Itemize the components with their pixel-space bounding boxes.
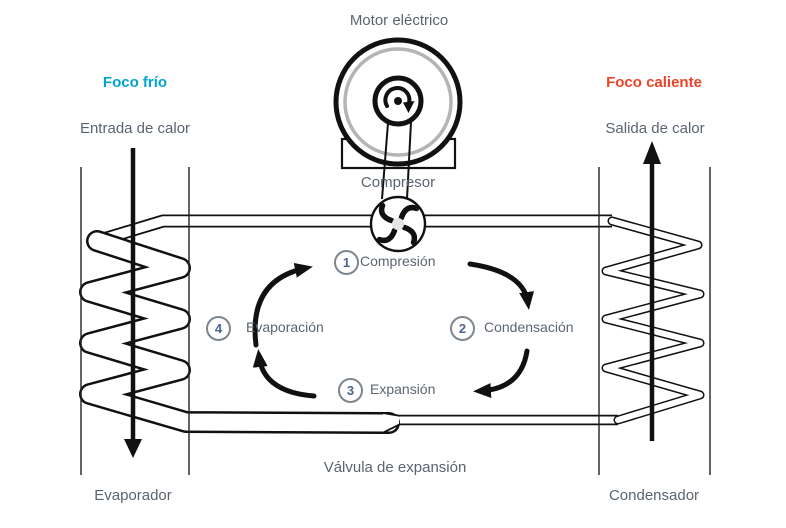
cold-region-lines (80, 167, 190, 475)
pipe-circuit-top (98, 214, 612, 247)
belt-line (406, 121, 412, 200)
hot-side-title: Foco caliente (606, 74, 702, 91)
cold-side-title: Foco frío (102, 74, 168, 91)
heat-in-arrow (124, 148, 142, 458)
step-2-badge: 2 (450, 316, 475, 341)
motor-label: Motor eléctrico (349, 12, 449, 29)
compressor-icon (369, 195, 427, 253)
rotation-arrow-icon (383, 85, 412, 108)
step-3-badge: 3 (338, 378, 363, 403)
step-1-label: Compresión (360, 253, 436, 269)
heat-out-arrow (643, 141, 661, 441)
electric-motor-icon (333, 37, 463, 200)
heat-out-label: Salida de calor (605, 120, 705, 137)
cycle-arrow-to-3 (473, 348, 530, 398)
condenser-coil-icon (601, 216, 705, 425)
rotation-arrowhead (403, 101, 415, 113)
condenser-label: Condensador (608, 487, 700, 504)
heat-in-label: Entrada de calor (79, 120, 191, 137)
cycle-arrow-to-2 (467, 261, 535, 310)
cycle-arrow-to-1 (252, 262, 313, 348)
cycle-arrow-to-4 (252, 349, 317, 399)
expansion-valve-icon (381, 411, 401, 435)
step-4-badge: 4 (206, 316, 231, 341)
cycle-arrows (252, 261, 535, 399)
step-3-label: Expansión (370, 381, 436, 397)
shaft-dot (394, 97, 402, 105)
compressor-label: Compresor (360, 174, 436, 191)
belt-line (381, 122, 389, 200)
expansion-valve-label: Válvula de expansión (323, 459, 467, 476)
hot-region-lines (598, 167, 711, 475)
step-2-label: Condensación (484, 319, 574, 335)
step-4-label: Evaporación (246, 319, 324, 335)
evaporator-label: Evaporador (94, 487, 172, 504)
compressor-hub (392, 218, 404, 230)
evaporator-coil-icon (79, 230, 400, 434)
step-1-badge: 1 (334, 250, 359, 275)
